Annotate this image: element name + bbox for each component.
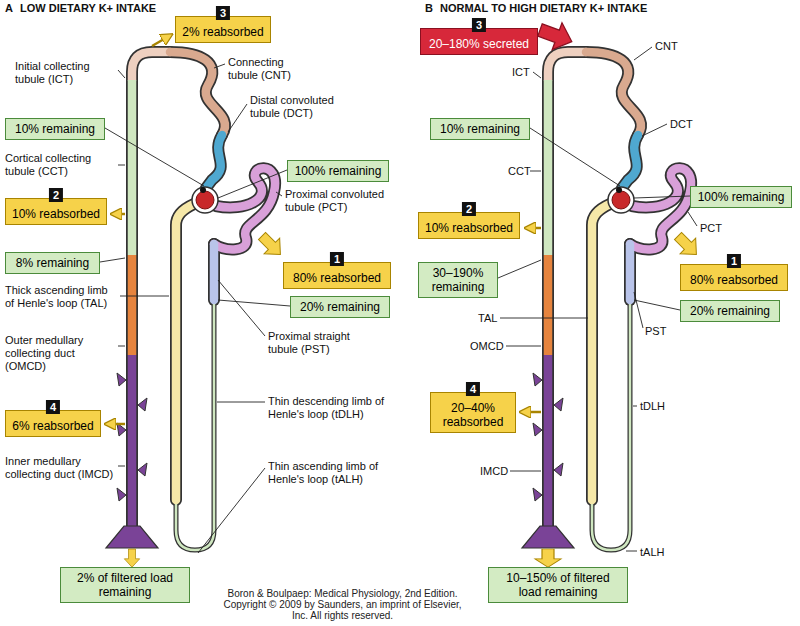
- transport-box: 180% reabsorbed: [680, 264, 788, 291]
- remaining-box: 20% remaining: [290, 296, 390, 318]
- flux-text: 20% remaining: [296, 300, 384, 314]
- part-name: tDLH: [640, 400, 665, 413]
- leader-lines: [100, 47, 697, 553]
- part-name: Thin descending limb of Henle's loop (tD…: [268, 395, 408, 421]
- flux-arrow: [521, 411, 541, 414]
- flux-arrow: [106, 423, 125, 426]
- remaining-box: 8% remaining: [5, 252, 100, 274]
- big-flux-arrow: [254, 228, 288, 262]
- part-name: IMCD: [480, 465, 508, 478]
- callout-number: 1: [330, 252, 344, 266]
- flux-text: 10% reabsorbed: [11, 207, 101, 221]
- flux-text: 6% reabsorbed: [11, 419, 95, 433]
- transport-box: 46% reabsorbed: [5, 410, 101, 437]
- part-name: OMCD: [470, 340, 504, 353]
- flux-text: 100% remaining: [696, 190, 786, 204]
- part-name: CNT: [655, 40, 678, 53]
- flux-arrow: [112, 213, 125, 216]
- flux-text: 10% reabsorbed: [424, 221, 514, 235]
- part-name: Proximal convoluted tubule (PCT): [285, 188, 395, 214]
- part-name: Thin ascending limb of Henle's loop (tAL…: [268, 460, 408, 486]
- flux-arrow: [526, 227, 541, 230]
- transport-box: 180% reabsorbed: [283, 262, 391, 289]
- part-name: ICT: [512, 66, 530, 79]
- part-name: DCT: [670, 118, 693, 131]
- callout-number: 3: [472, 18, 486, 32]
- callout-number: 1: [727, 254, 741, 268]
- remaining-box: 100% remaining: [287, 160, 389, 182]
- remaining-box: 10–150% of filtered load remaining: [488, 567, 628, 603]
- flux-text: 10% remaining: [11, 122, 99, 136]
- part-name: tALH: [640, 546, 664, 559]
- nephron-panel-b: [522, 52, 691, 550]
- leader-line: [626, 47, 697, 551]
- flux-text: 80% reabsorbed: [686, 273, 782, 287]
- part-name: Cortical collecting tubule (CCT): [5, 152, 115, 178]
- transport-box: 420–40% reabsorbed: [430, 392, 516, 433]
- secretion-box: 320–180% secreted: [420, 28, 538, 55]
- part-name: CCT: [508, 165, 531, 178]
- callout-number: 3: [216, 6, 230, 20]
- remaining-box: 10% remaining: [430, 118, 530, 140]
- leader-line: [498, 128, 690, 310]
- panel-title: B: [425, 2, 433, 15]
- callout-number: 2: [49, 188, 63, 202]
- callout-number: 4: [466, 382, 480, 396]
- big-flux-arrow: [535, 549, 561, 567]
- part-name: Distal convoluted tubule (DCT): [250, 94, 350, 120]
- secretion-arrow: [535, 17, 577, 55]
- remaining-box: 10% remaining: [5, 118, 105, 140]
- part-name: PCT: [700, 222, 722, 235]
- flux-text: 2% of filtered load remaining: [66, 571, 184, 599]
- leader-line: [118, 70, 169, 466]
- transport-box: 210% reabsorbed: [418, 212, 520, 239]
- flux-text: 20% remaining: [686, 304, 774, 318]
- flux-text: 20–180% secreted: [426, 37, 532, 51]
- callout-number: 2: [462, 202, 476, 216]
- part-name: Connecting tubule (CNT): [228, 56, 308, 82]
- big-flux-arrows: [124, 228, 704, 567]
- big-flux-arrow: [670, 228, 704, 262]
- leader-line: [100, 128, 290, 306]
- flux-text: 30–190% remaining: [424, 266, 492, 294]
- callout-number: 4: [46, 400, 60, 414]
- remaining-box: 30–190% remaining: [418, 262, 498, 298]
- flux-arrow: [152, 35, 171, 46]
- panel-title: LOW DIETARY K+ INTAKE: [20, 2, 156, 15]
- remaining-box: 100% remaining: [690, 186, 792, 208]
- copyright-caption: Boron & Boulpaep: Medical Physiology, 2n…: [215, 588, 470, 621]
- remaining-box: 20% remaining: [680, 300, 780, 322]
- big-flux-arrow: [124, 549, 139, 567]
- flux-text: 2% reabsorbed: [181, 25, 265, 39]
- flux-text: 80% reabsorbed: [289, 271, 385, 285]
- transport-box: 32% reabsorbed: [175, 16, 271, 43]
- flux-text: 8% remaining: [11, 256, 94, 270]
- panel-title: NORMAL TO HIGH DIETARY K+ INTAKE: [440, 2, 647, 15]
- flux-text: 20–40% reabsorbed: [436, 401, 510, 429]
- part-name: Proximal straight tubule (PST): [268, 330, 378, 356]
- part-name: Outer medullary collecting duct (OMCD): [5, 334, 115, 373]
- remaining-box: 2% of filtered load remaining: [60, 567, 190, 603]
- flux-text: 10–150% of filtered load remaining: [494, 571, 622, 599]
- flux-text: 100% remaining: [293, 164, 383, 178]
- part-name: Thick ascending limb of Henle's loop (TA…: [5, 284, 117, 310]
- nephron-panel-a: [106, 52, 275, 550]
- transport-box: 210% reabsorbed: [5, 198, 107, 225]
- flux-text: 10% remaining: [436, 122, 524, 136]
- flux-arrows: [106, 35, 541, 424]
- part-name: TAL: [478, 312, 497, 325]
- panel-title: A: [5, 2, 13, 15]
- part-name: Initial collecting tubule (ICT): [15, 60, 115, 86]
- part-name: Inner medullary collecting duct (IMCD): [5, 455, 115, 481]
- part-name: PST: [645, 325, 666, 338]
